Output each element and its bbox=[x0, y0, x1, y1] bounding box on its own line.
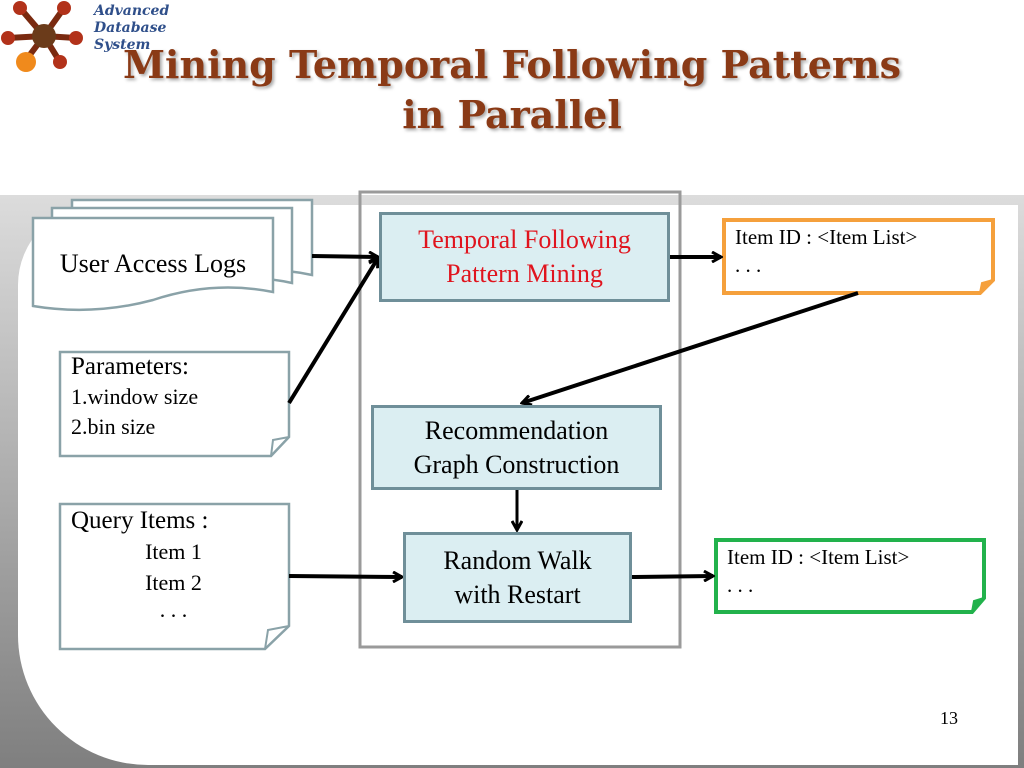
query-items-note-fold bbox=[264, 625, 290, 650]
query-items-note: Query Items : Item 1 Item 2 . . . bbox=[71, 505, 283, 635]
query-item: Item 1 bbox=[145, 539, 202, 564]
patterns-output-note: Item ID : <Item List> . . . bbox=[735, 223, 990, 289]
recommendation-graph-box: Recommendation Graph Construction bbox=[371, 405, 662, 490]
title-line-2: in Parallel bbox=[402, 92, 622, 137]
user-access-logs-document-stack bbox=[31, 198, 314, 312]
temporal-pattern-mining-box: Temporal Following Pattern Mining bbox=[379, 212, 670, 302]
slide-title: Mining Temporal Following Patterns in Pa… bbox=[0, 40, 1024, 140]
molecule-logo-icon bbox=[1, 1, 83, 72]
slide-header-background bbox=[0, 0, 1024, 195]
results-line-1: Item ID : <Item List> bbox=[727, 545, 910, 569]
patterns-line-2: . . . bbox=[735, 253, 762, 277]
parallel-container-frame bbox=[358, 190, 682, 649]
parameters-title: Parameters: bbox=[71, 353, 190, 380]
logo-line-3: System bbox=[94, 37, 151, 53]
logo-line-2: Database bbox=[94, 20, 167, 36]
query-item-ellipsis: . . . bbox=[159, 597, 188, 622]
parameters-note-fold bbox=[270, 436, 290, 457]
query-items-title: Query Items : bbox=[71, 507, 209, 534]
parameters-note-shape bbox=[58, 350, 291, 458]
results-output-note-fold bbox=[971, 597, 985, 613]
query-items-note-shape bbox=[58, 502, 291, 651]
user-access-logs-label: User Access Logs bbox=[38, 238, 268, 290]
random-walk-box: Random Walk with Restart bbox=[403, 532, 632, 623]
page-number: 13 bbox=[940, 708, 958, 728]
arrow-query-to-walk bbox=[288, 576, 402, 577]
patterns-output-note-fold bbox=[979, 279, 994, 294]
parameter-item: 2.bin size bbox=[71, 414, 156, 439]
query-item: Item 2 bbox=[145, 570, 202, 595]
user-access-logs-text: User Access Logs bbox=[59, 249, 247, 278]
logo-line-1: Advanced bbox=[94, 3, 170, 19]
logo-text: Advanced Database System bbox=[94, 3, 169, 54]
arrow-logs-to-mining bbox=[311, 256, 378, 257]
arrow-parameters-to-mining bbox=[287, 258, 380, 405]
arrow-walk-to-results bbox=[631, 576, 713, 577]
mining-line-1: Temporal Following bbox=[418, 225, 631, 254]
parameter-item: 1.window size bbox=[71, 384, 199, 409]
results-line-2: . . . bbox=[727, 573, 754, 597]
arrow-patterns-to-graph bbox=[522, 291, 859, 403]
graph-line-2: Graph Construction bbox=[413, 449, 620, 479]
title-line-1: Mining Temporal Following Patterns bbox=[122, 42, 902, 87]
mining-line-2: Pattern Mining bbox=[446, 259, 603, 288]
logo: Advanced Database System bbox=[0, 0, 190, 72]
parameters-note: Parameters: 1.window size 2.bin size bbox=[71, 352, 283, 452]
walk-line-1: Random Walk bbox=[443, 545, 592, 575]
graph-line-1: Recommendation bbox=[424, 415, 609, 445]
patterns-line-1: Item ID : <Item List> bbox=[735, 225, 918, 249]
results-output-note: Item ID : <Item List> . . . bbox=[727, 543, 982, 607]
walk-line-2: with Restart bbox=[454, 579, 581, 609]
